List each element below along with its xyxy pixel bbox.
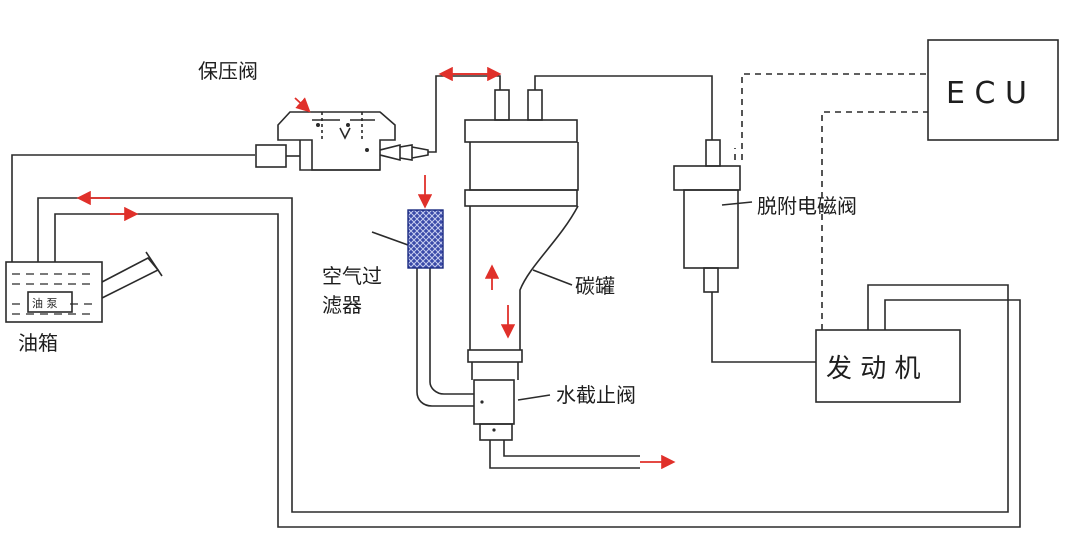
label-canister: 碳罐	[575, 274, 615, 298]
ecu-box	[927, 39, 1059, 141]
label-pressure-valve: 保压阀	[198, 59, 258, 83]
label-fuel-pump: 油 泵	[32, 296, 58, 310]
signal-lines	[734, 73, 928, 330]
label-ecu: E C U	[946, 76, 1027, 111]
valve-dot	[365, 148, 369, 152]
engine-box	[815, 329, 961, 403]
valve-dot	[316, 123, 320, 127]
fuel-pump	[27, 291, 73, 313]
label-water-stop-valve: 水截止阀	[556, 383, 636, 407]
flow-arrows	[76, 66, 676, 470]
valve-dot	[346, 123, 350, 127]
leader-arrow	[294, 97, 311, 113]
air-filter	[371, 231, 474, 407]
valve-dot	[492, 428, 496, 432]
water-stop-valve	[473, 379, 640, 469]
pressure-valve	[255, 75, 501, 171]
label-fuel-tank: 油箱	[18, 331, 58, 355]
fuel-tank	[5, 251, 163, 323]
outer-fuel-loop	[11, 154, 1021, 528]
label-desorption-valve: 脱附电磁阀	[757, 194, 857, 218]
label-engine: 发 动 机	[826, 354, 921, 384]
desorption-solenoid-valve	[673, 139, 816, 363]
label-air-filter-2: 滤器	[322, 293, 362, 317]
label-air-filter-1: 空气过	[322, 264, 382, 288]
valve-dot	[480, 400, 484, 404]
carbon-canister	[464, 75, 713, 380]
air-filter-element	[407, 209, 444, 269]
